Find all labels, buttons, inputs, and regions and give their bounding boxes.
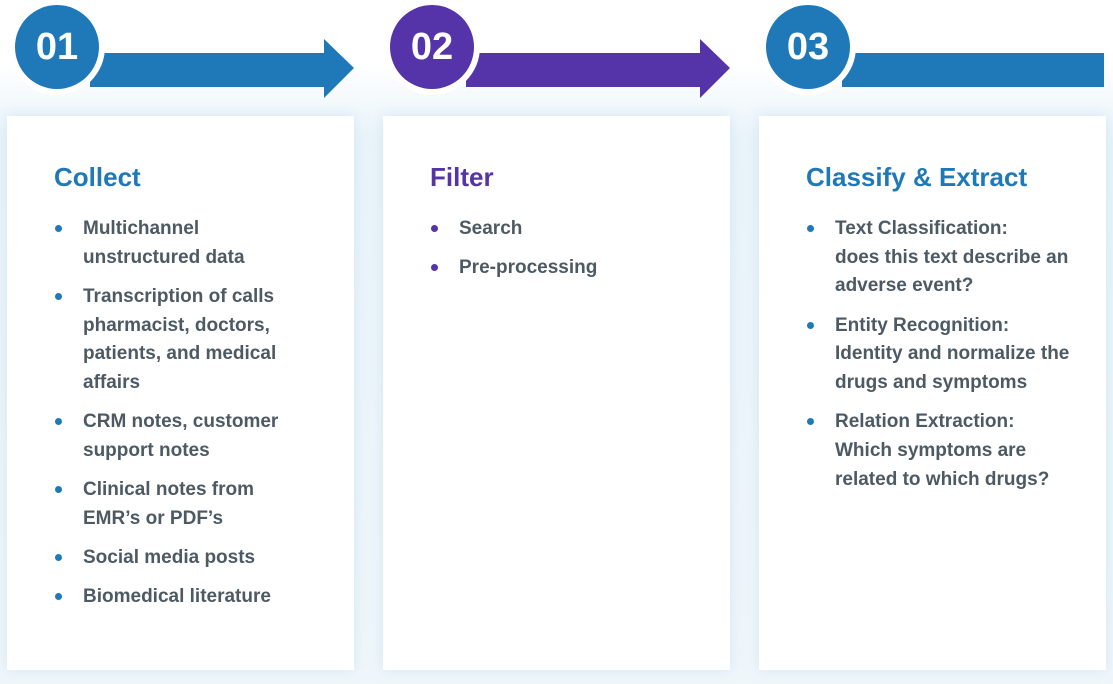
- step-3-badge: 03: [766, 5, 850, 89]
- list-item: Social media posts: [54, 544, 304, 573]
- list-item: CRM notes, customer support notes: [54, 408, 304, 465]
- filter-card: Filter Search Pre-processing: [383, 116, 730, 670]
- bullet: [55, 486, 62, 494]
- step-3-number: 03: [786, 25, 830, 68]
- step-1-number: 01: [35, 25, 79, 68]
- bullet: [431, 225, 438, 232]
- bullet: [55, 292, 62, 300]
- list-item: Transcription of calls pharmacist, docto…: [54, 283, 304, 398]
- list-item: Pre-processing: [430, 254, 690, 283]
- bullet: [431, 264, 438, 272]
- item-heading: Entity Recognition:: [835, 314, 1010, 336]
- item-heading: Relation Extraction:: [835, 411, 1015, 433]
- collect-title: Collect: [54, 162, 141, 192]
- list-item: Biomedical literature: [54, 583, 304, 612]
- list-item: Multichannel unstructured data: [54, 215, 304, 272]
- collect-card: Collect Multichannel unstructured data T…: [7, 116, 354, 670]
- collect-list: Multichannel unstructured data Transcrip…: [54, 215, 304, 622]
- filter-list: Search Pre-processing: [430, 215, 690, 293]
- step-2-number: 02: [410, 25, 454, 68]
- item-heading: Text Classification:: [835, 218, 1008, 239]
- bullet: [55, 225, 62, 232]
- arrow-step-1: [90, 39, 354, 98]
- arrow-step-2: [466, 39, 730, 98]
- list-item: Clinical notes from EMR’s or PDF’s: [54, 476, 304, 533]
- classify-extract-card: Classify & Extract Text Classification: …: [759, 116, 1106, 670]
- list-item: Text Classification: does this text desc…: [806, 215, 1076, 301]
- bullet: [807, 418, 814, 426]
- bullet: [55, 554, 62, 562]
- list-item: Search: [430, 215, 690, 244]
- filter-title: Filter: [430, 162, 494, 192]
- bullet: [807, 225, 814, 232]
- list-item: Entity Recognition: Identity and normali…: [806, 312, 1076, 398]
- step-2-badge: 02: [390, 5, 474, 89]
- bullet: [55, 418, 62, 426]
- bullet: [807, 321, 814, 329]
- classify-extract-list: Text Classification: does this text desc…: [806, 215, 1076, 505]
- list-item: Relation Extraction: Which symptoms are …: [806, 408, 1076, 494]
- classify-extract-title: Classify & Extract: [806, 162, 1028, 192]
- bullet: [55, 593, 62, 601]
- step-arrows: [90, 39, 1104, 98]
- step-1-badge: 01: [15, 5, 99, 89]
- bar-step-3: [842, 53, 1104, 87]
